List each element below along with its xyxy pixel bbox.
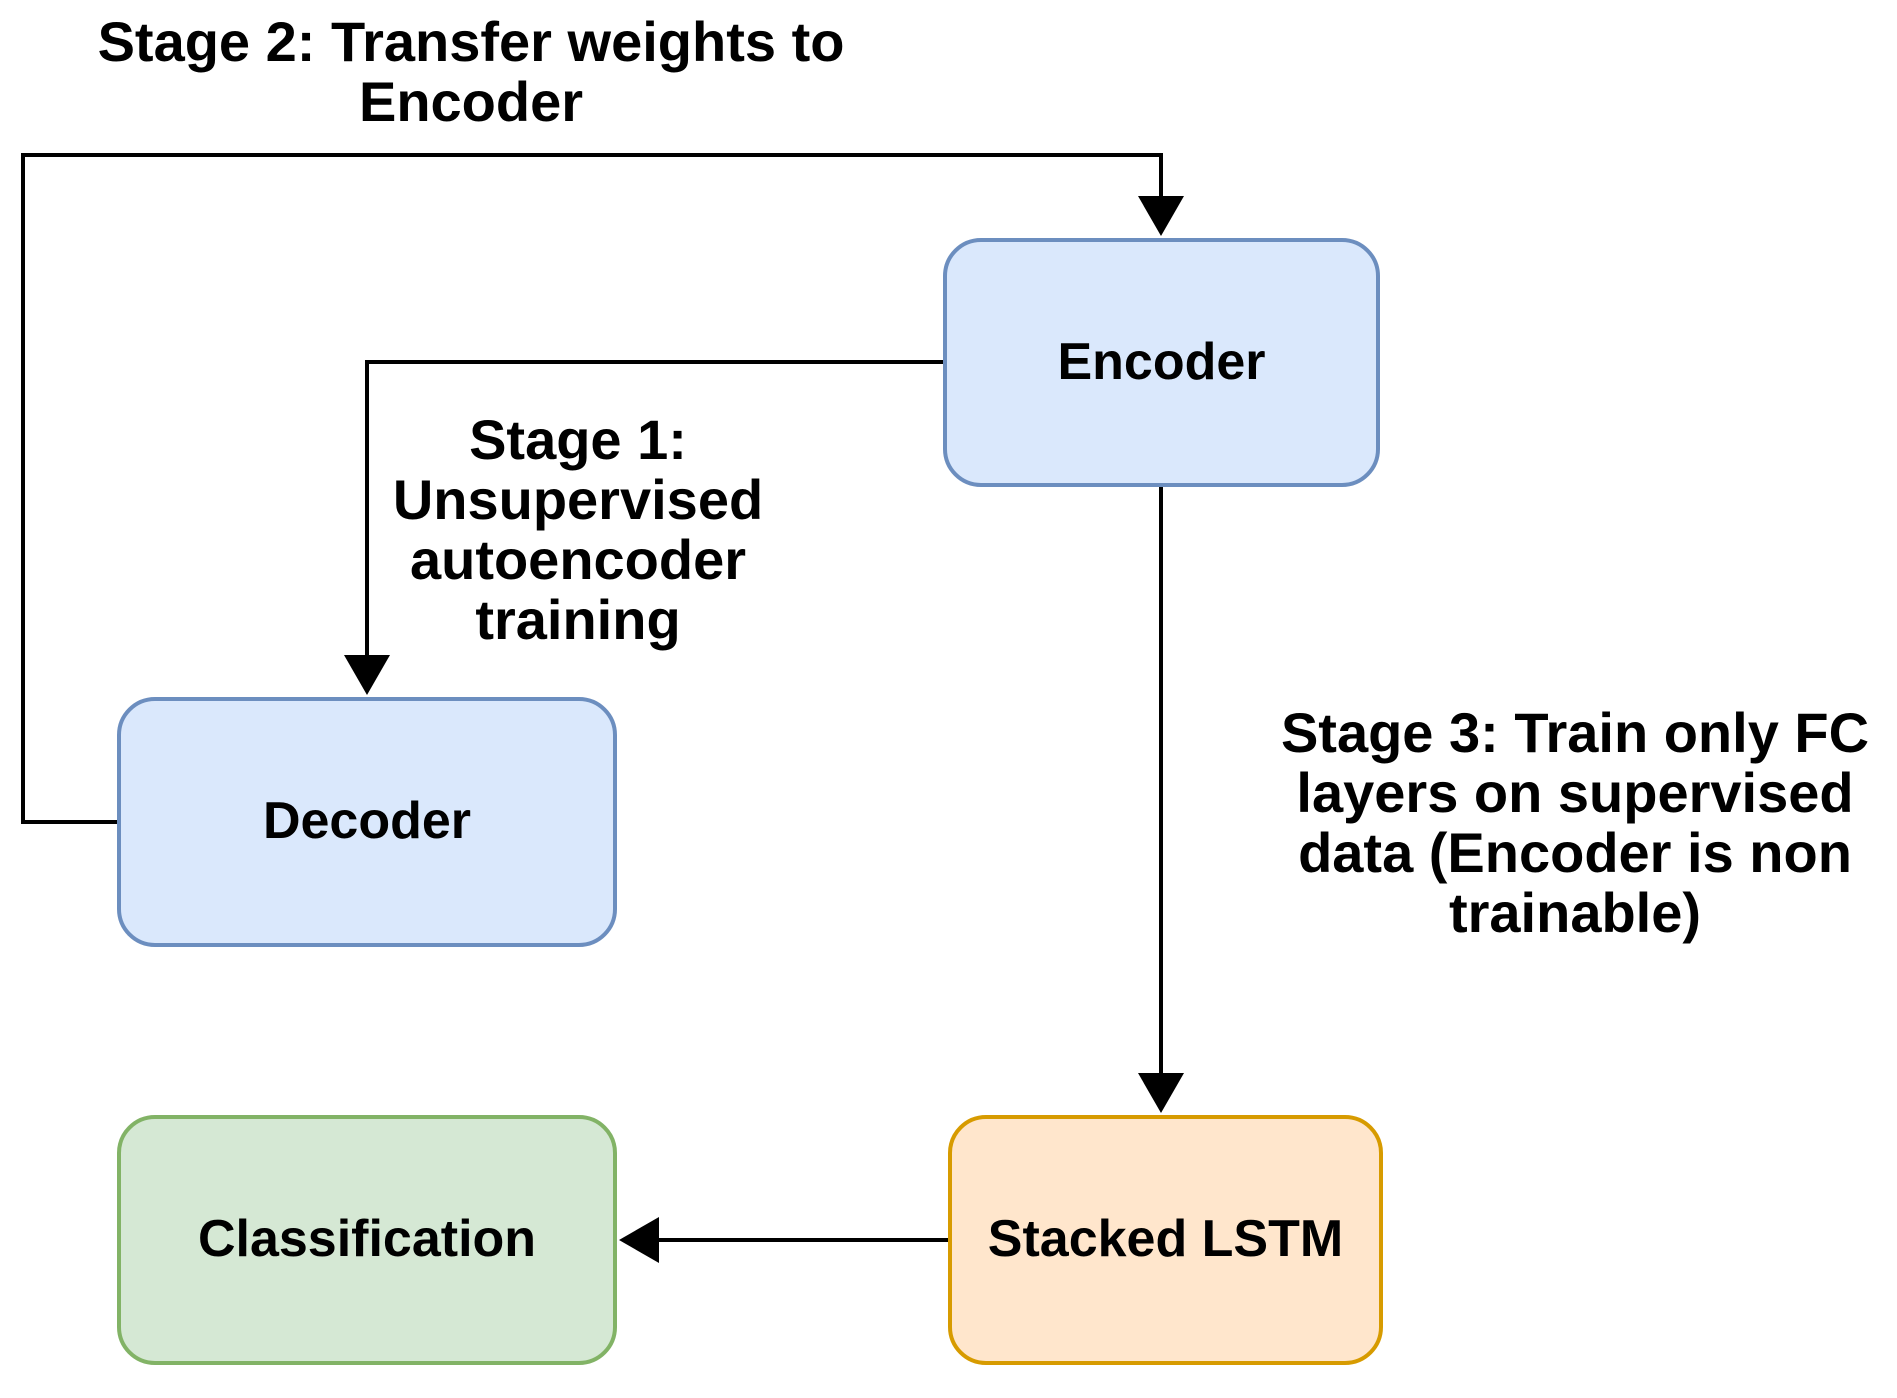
stage3-caption: Stage 3: Train only FC layers on supervi… xyxy=(1253,703,1897,943)
stage1-caption-line: autoencoder xyxy=(409,528,747,591)
stage3-caption-line: data (Encoder is non xyxy=(1298,821,1852,884)
stage1-caption-line: training xyxy=(475,588,681,651)
stage3-caption-line: layers on supervised xyxy=(1296,761,1854,824)
stage3-caption-line: trainable) xyxy=(1448,881,1702,944)
stage3-caption-line: Stage 3: Train only FC xyxy=(1280,701,1870,764)
classification-node-label: Classification xyxy=(197,1210,537,1269)
stage2-caption-line: Encoder xyxy=(358,70,584,133)
stacked-lstm-node: Stacked LSTM xyxy=(948,1115,1383,1365)
stage2-caption: Stage 2: Transfer weights to Encoder xyxy=(21,12,921,132)
stage2-transfer-arrow xyxy=(21,153,1184,824)
stage2-caption-line: Stage 2: Transfer weights to xyxy=(97,10,845,73)
decoder-node: Decoder xyxy=(117,697,617,947)
stacked-lstm-node-label: Stacked LSTM xyxy=(987,1210,1344,1269)
stage1-caption: Stage 1: Unsupervised autoencoder traini… xyxy=(278,410,878,650)
stage1-training-arrow xyxy=(344,360,943,695)
encoder-node: Encoder xyxy=(943,238,1380,487)
encoder-node-label: Encoder xyxy=(1057,332,1266,391)
classification-node: Classification xyxy=(117,1115,617,1365)
decoder-node-label: Decoder xyxy=(262,792,472,851)
stage1-caption-line: Unsupervised xyxy=(392,468,764,531)
stage1-caption-line: Stage 1: xyxy=(469,408,687,471)
